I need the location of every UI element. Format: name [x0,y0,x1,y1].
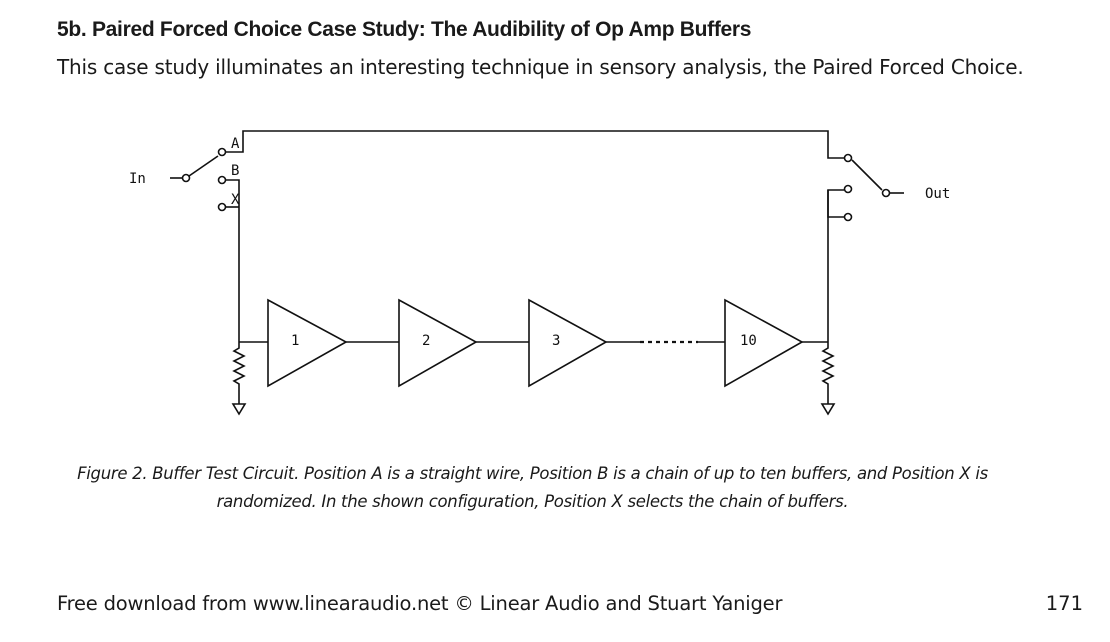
section-heading: 5b. Paired Forced Choice Case Study: The… [57,18,752,41]
caption-line-1: Figure 2. Buffer Test Circuit. Position … [77,464,988,483]
output-contact-b [843,184,853,194]
output-x-wire [827,190,844,218]
input-switch-blade [188,155,219,177]
input-terminal [181,173,191,183]
buffer-2-triangle [398,298,478,388]
switch-contact-x [217,202,227,212]
figure-caption: Figure 2. Buffer Test Circuit. Position … [60,460,1005,516]
buffer-10-label: 10 [740,333,757,349]
output-load-resistor [821,342,835,404]
buffer-test-circuit-diagram: In Out A B X 1 2 3 10 [129,130,950,416]
position-x-label: X [231,192,240,208]
input-ground-symbol [231,403,247,416]
output-contact-a [843,153,853,163]
intro-paragraph: This case study illuminates an interesti… [57,55,1024,79]
straight-wire-path [226,130,844,159]
position-a-label: A [231,136,240,152]
switch-contact-b [217,175,227,185]
page-number: 171 [1045,592,1083,615]
footer-source: Free download from www.linearaudio.net ©… [57,592,783,615]
output-label: Out [925,186,950,202]
input-load-resistor [232,342,246,404]
caption-line-2: randomized. In the shown configuration, … [216,492,849,511]
buffer-2-label: 2 [422,333,430,349]
switch-contact-a [217,147,227,157]
chain-output-wire [827,189,844,342]
buffer-10-triangle [724,298,804,388]
position-b-wire [226,179,240,342]
buffer-3-label: 3 [552,333,560,349]
buffer-3-triangle [528,298,608,388]
input-label: In [129,171,146,187]
output-ground-symbol [820,403,836,416]
output-switch-blade [851,159,883,191]
buffer-1-triangle [267,298,348,388]
position-b-label: B [231,163,239,179]
output-terminal [881,188,891,198]
buffer-1-label: 1 [291,333,299,349]
output-contact-x [843,212,853,222]
